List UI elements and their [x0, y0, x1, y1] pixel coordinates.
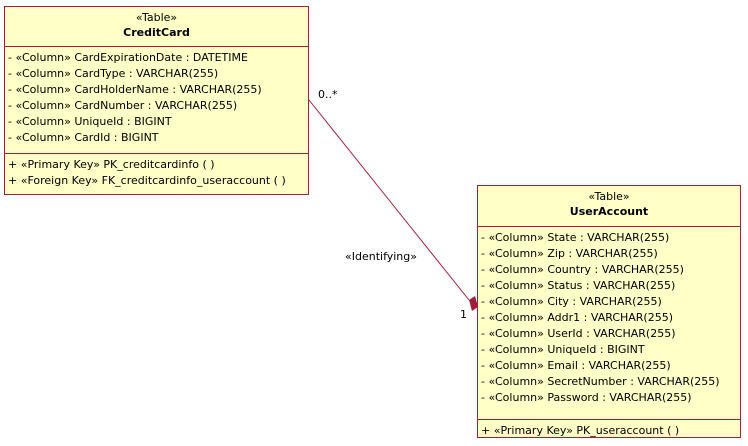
operation-row: + «Foreign Key» FK_creditcardinfo_userac… [8, 174, 286, 187]
target-multiplicity-label: 1 [460, 308, 467, 321]
association-line [308, 99, 470, 301]
creditcard-operations: + «Primary Key» PK_creditcardinfo ( ) + … [5, 154, 308, 189]
attribute-row: - «Column» State : VARCHAR(255) [481, 231, 670, 244]
useraccount-table[interactable]: «Table» UserAccount - «Column» State : V… [477, 185, 741, 438]
creditcard-stereotype: «Table» [135, 11, 178, 24]
attribute-row: - «Column» SecretNumber : VARCHAR(255) [481, 375, 720, 388]
operation-row: + «Primary Key» PK_useraccount ( ) [481, 424, 680, 437]
attribute-row: - «Column» Email : VARCHAR(255) [481, 359, 671, 372]
attribute-row: - «Column» CardType : VARCHAR(255) [8, 67, 219, 80]
creditcard-table[interactable]: «Table» CreditCard - «Column» CardExpira… [4, 6, 309, 195]
useraccount-stereotype: «Table» [588, 190, 630, 203]
creditcard-attributes: - «Column» CardExpirationDate : DATETIME… [5, 47, 308, 154]
useraccount-attributes: - «Column» State : VARCHAR(255) - «Colum… [478, 227, 740, 420]
attribute-row: - «Column» City : VARCHAR(255) [481, 295, 662, 308]
attribute-row: - «Column» Addr1 : VARCHAR(255) [481, 311, 674, 324]
attribute-row: - «Column» CardNumber : VARCHAR(255) [8, 99, 238, 112]
attribute-row: - «Column» Country : VARCHAR(255) [481, 263, 684, 276]
attribute-row: - «Column» CardHolderName : VARCHAR(255) [8, 83, 262, 96]
source-multiplicity-label: 0..* [318, 88, 338, 101]
attribute-row: - «Column» UserId : VARCHAR(255) [481, 327, 676, 340]
attribute-row: - «Column» CardExpirationDate : DATETIME [8, 51, 248, 64]
attribute-row: - «Column» UniqueId : BIGINT [8, 115, 172, 128]
useraccount-header: «Table» UserAccount [478, 186, 740, 227]
association-stereotype-label: «Identifying» [345, 250, 417, 263]
useraccount-name: UserAccount [569, 205, 649, 218]
creditcard-header: «Table» CreditCard [5, 7, 308, 47]
creditcard-name: CreditCard [123, 26, 190, 39]
attribute-row: - «Column» Zip : VARCHAR(255) [481, 247, 658, 260]
composition-diamond [469, 296, 478, 311]
attribute-row: - «Column» Password : VARCHAR(255) [481, 391, 692, 404]
attribute-row: - «Column» CardId : BIGINT [8, 131, 159, 144]
attribute-row: - «Column» Status : VARCHAR(255) [481, 279, 676, 292]
useraccount-operations: + «Primary Key» PK_useraccount ( ) [478, 420, 740, 439]
operation-row: + «Primary Key» PK_creditcardinfo ( ) [8, 158, 215, 171]
attribute-row: - «Column» UniqueId : BIGINT [481, 343, 645, 356]
